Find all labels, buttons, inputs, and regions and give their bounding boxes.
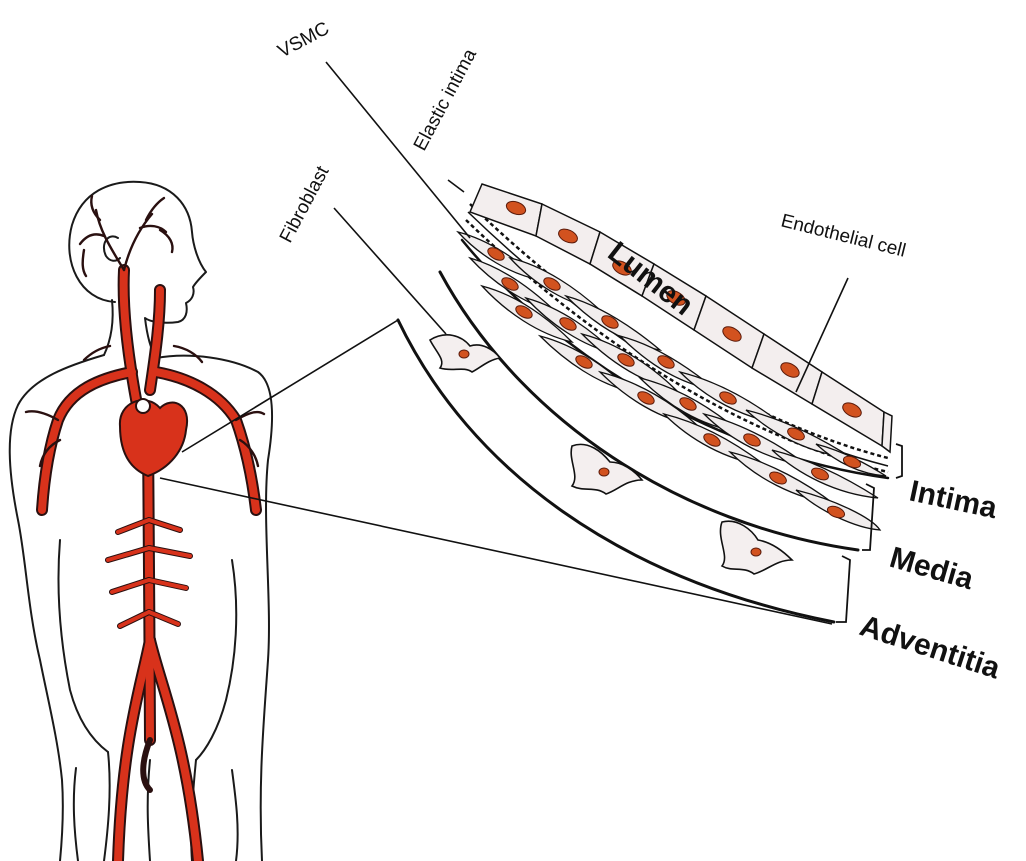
label-media: Media (886, 541, 977, 596)
heart-icon (120, 399, 187, 476)
label-vsmc: VSMC (274, 18, 332, 62)
label-fibroblast: Fibroblast (276, 162, 334, 246)
arterial-tree (26, 196, 264, 861)
vessel-wall-section (398, 184, 902, 622)
label-adventitia: Adventitia (856, 609, 1004, 685)
zoom-lines (160, 320, 832, 624)
label-endothelial-cell: Endothelial cell (779, 210, 908, 261)
label-intima: Intima (907, 475, 1001, 526)
label-elastic-intima: Elastic intima (410, 45, 481, 154)
